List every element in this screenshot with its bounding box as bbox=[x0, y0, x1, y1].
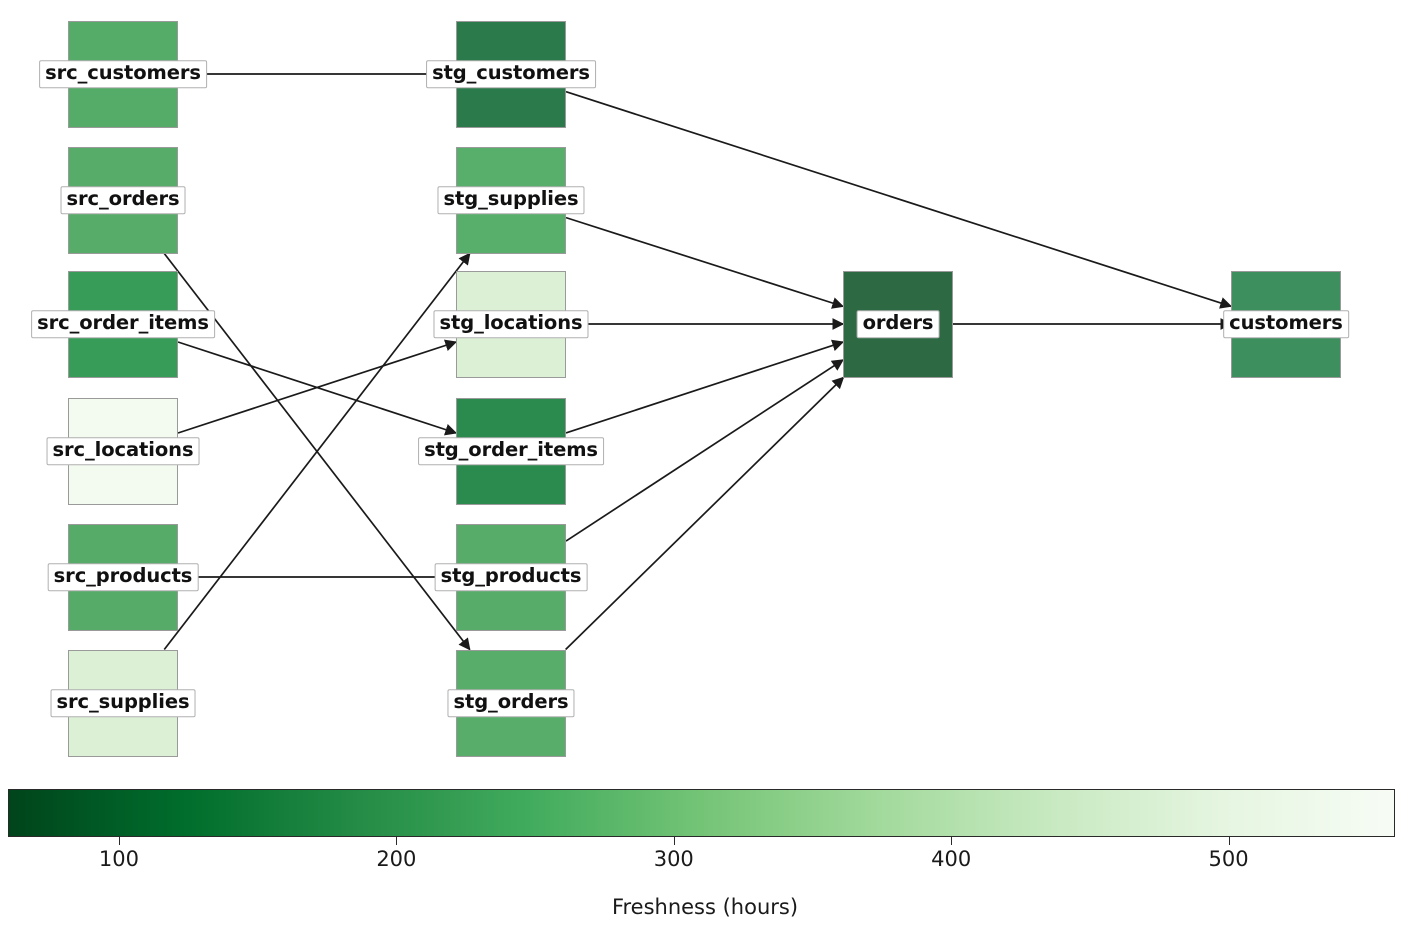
node-label-src_supplies: src_supplies bbox=[50, 689, 196, 717]
colorbar-tick-label-400: 400 bbox=[931, 847, 972, 871]
colorbar-gradient bbox=[8, 789, 1395, 837]
colorbar-tick-100 bbox=[118, 837, 120, 845]
edge-stg_products-to-orders bbox=[565, 359, 844, 542]
colorbar: 100 200 300 400 500 Freshness (hours) bbox=[0, 775, 1410, 926]
node-label-orders: orders bbox=[856, 310, 940, 338]
node-label-stg_orders: stg_orders bbox=[447, 689, 575, 717]
colorbar-tick-500 bbox=[1228, 837, 1230, 845]
node-label-stg_locations: stg_locations bbox=[433, 310, 589, 338]
edge-layer bbox=[163, 68, 1233, 651]
node-label-src_locations: src_locations bbox=[46, 437, 200, 465]
node-label-src_orders: src_orders bbox=[60, 186, 186, 214]
node-label-customers: customers bbox=[1223, 310, 1349, 338]
edge-src_locations-to-stg_locations bbox=[177, 339, 458, 434]
node-label-stg_products: stg_products bbox=[434, 563, 588, 591]
colorbar-tick-label-300: 300 bbox=[653, 847, 694, 871]
edge-stg_supplies-to-orders bbox=[565, 216, 845, 309]
colorbar-axis-label: Freshness (hours) bbox=[611, 895, 799, 919]
edge-src_supplies-to-stg_supplies bbox=[163, 252, 471, 651]
colorbar-tick-200 bbox=[396, 837, 398, 845]
edge-stg_customers-to-customers bbox=[565, 90, 1233, 309]
node-label-src_order_items: src_order_items bbox=[31, 310, 215, 338]
edge-stg_order_items-to-orders bbox=[565, 339, 845, 434]
node-label-src_products: src_products bbox=[47, 563, 199, 591]
node-label-src_customers: src_customers bbox=[39, 60, 207, 88]
node-label-stg_customers: stg_customers bbox=[426, 60, 596, 88]
colorbar-tick-400 bbox=[951, 837, 953, 845]
colorbar-tick-label-100: 100 bbox=[98, 847, 139, 871]
node-label-stg_supplies: stg_supplies bbox=[437, 186, 585, 214]
edge-stg_orders-to-orders bbox=[565, 376, 845, 651]
colorbar-tick-label-500: 500 bbox=[1208, 847, 1249, 871]
node-label-stg_order_items: stg_order_items bbox=[418, 437, 604, 465]
colorbar-tick-label-200: 200 bbox=[376, 847, 417, 871]
colorbar-tick-300 bbox=[673, 837, 675, 845]
